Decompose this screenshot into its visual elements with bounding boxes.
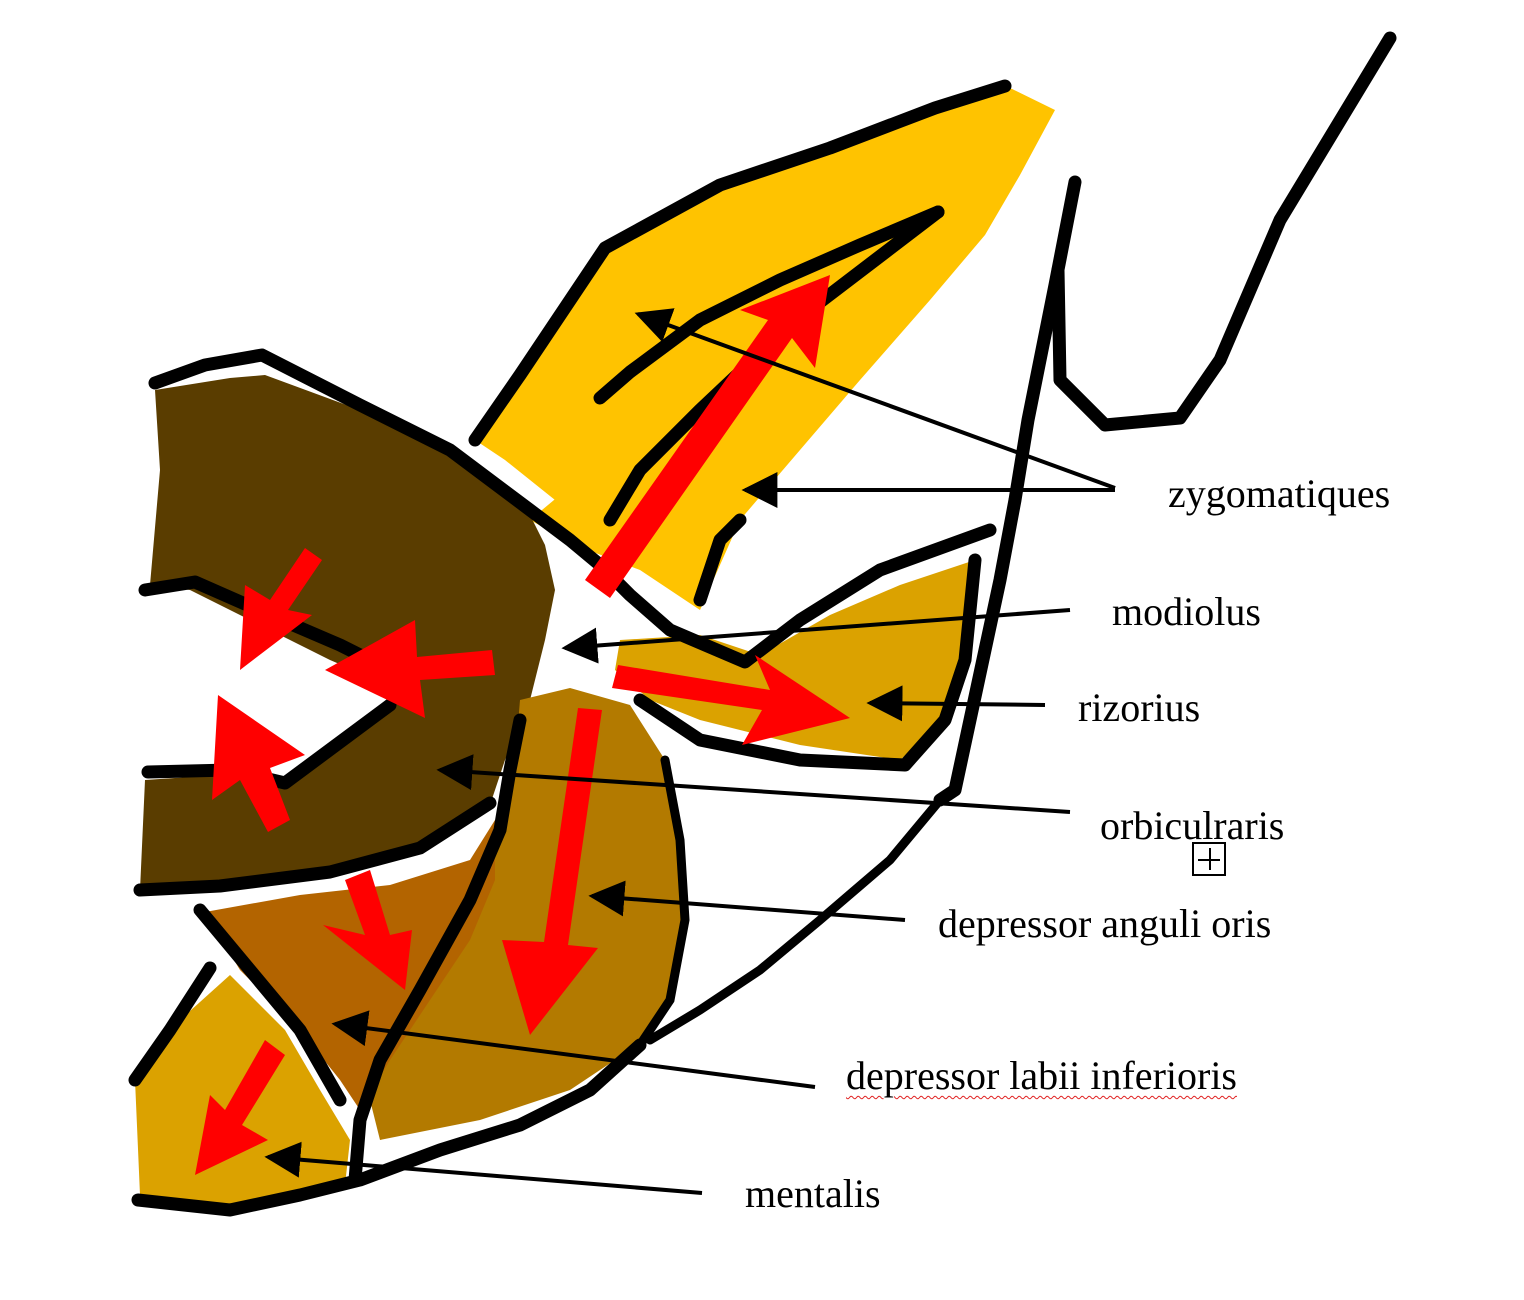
depressor-anguli-muscle — [370, 688, 685, 1140]
orbicularis-lower-arrow — [212, 695, 305, 832]
label-pointers — [264, 308, 1116, 1195]
depressor-labii-muscle — [205, 820, 495, 1110]
pointer-rizorius — [866, 685, 1046, 722]
pointer-orbicularis — [436, 754, 1071, 814]
depressor-labii-pull-arrow — [323, 870, 412, 990]
label-orbicularis: orbiculraris — [1100, 803, 1285, 848]
label-rizorius: rizorius — [1078, 685, 1201, 730]
label-mentalis: mentalis — [745, 1171, 881, 1216]
zygomatic-pull-arrow — [585, 275, 830, 598]
jaw-contour — [645, 795, 945, 1045]
label-depressor-labii-inferioris: depressor labii inferioris — [846, 1053, 1237, 1098]
depressor-anguli-outline — [635, 755, 690, 1050]
movement-arrows — [195, 275, 850, 1175]
label-zygomatiques: zygomatiques — [1168, 471, 1391, 516]
rizorius-pull-arrow — [612, 655, 850, 745]
pointer-zygomatiques-upper — [634, 308, 1116, 490]
pointer-mentalis — [264, 1141, 703, 1195]
label-depressor-anguli-oris: depressor anguli oris — [938, 901, 1272, 946]
orbicularis-upper-arrow-1 — [240, 548, 322, 670]
crosshair-cursor-icon — [1192, 842, 1226, 876]
orbicularis-muscle — [140, 375, 555, 890]
mentalis-pull-arrow — [195, 1040, 285, 1175]
pointer-depressor-labii — [331, 1010, 816, 1089]
label-modiolus: modiolus — [1112, 589, 1261, 634]
pointer-depressor-anguli — [588, 880, 906, 922]
pointer-modiolus — [561, 608, 1071, 664]
orbicularis-upper-arrow-2 — [325, 620, 495, 718]
depressor-anguli-pull-arrow — [502, 708, 602, 1035]
